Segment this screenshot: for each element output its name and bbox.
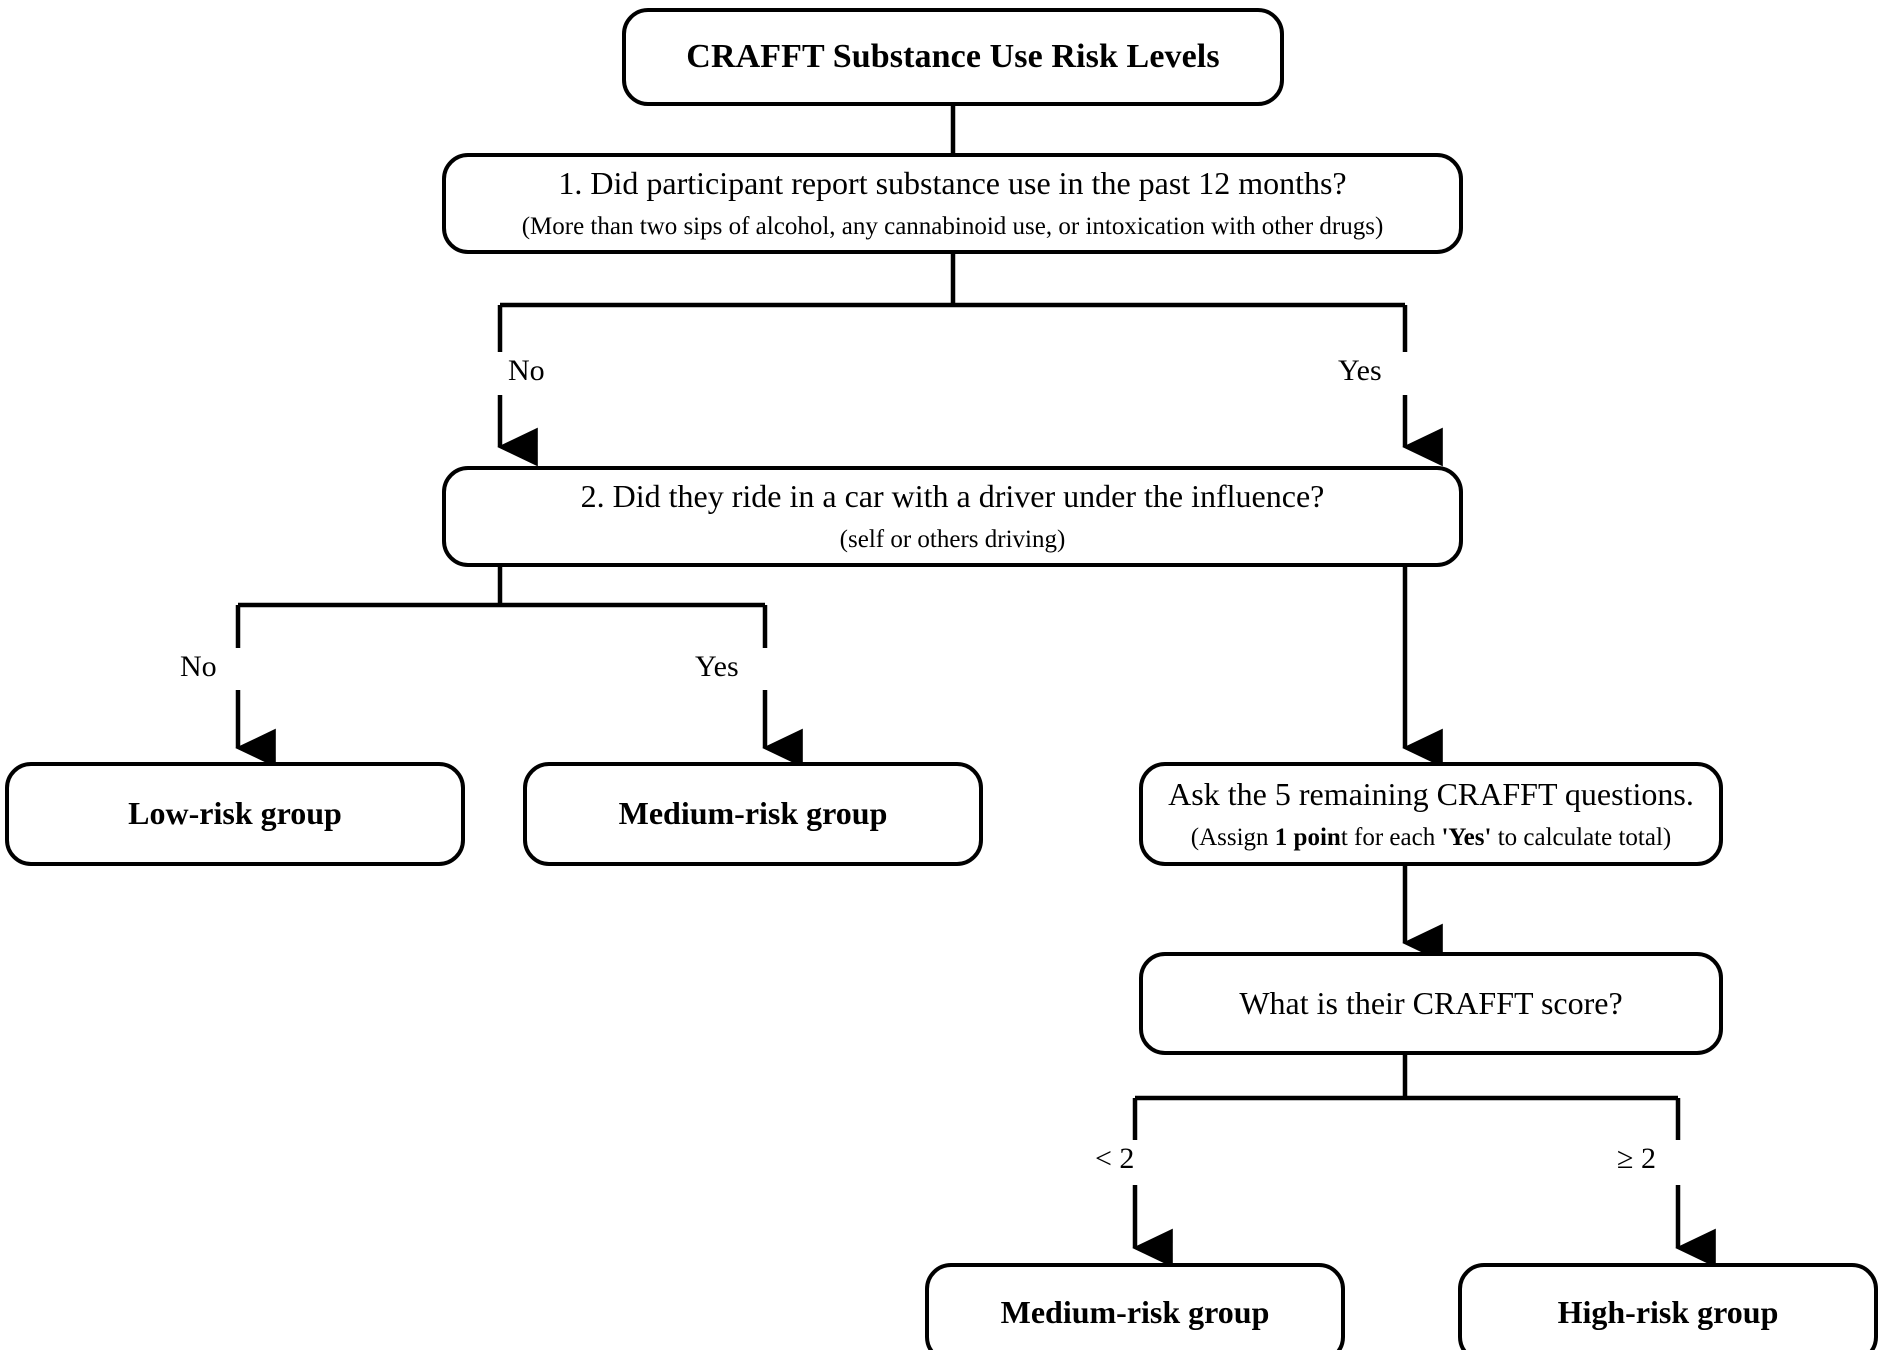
node-low-risk-group-label: Low-risk group (128, 795, 342, 832)
node-question-1-main: 1. Did participant report substance use … (558, 165, 1347, 202)
node-ask-remaining-questions-sub: (Assign 1 point for each 'Yes' to calcul… (1191, 823, 1671, 853)
node-question-2-sub: (self or others driving) (839, 526, 1066, 554)
node-ask-remaining-questions: Ask the 5 remaining CRAFFT questions. (A… (1139, 762, 1723, 866)
ask5-sub-part3: to calculate total) (1491, 823, 1672, 851)
edge-label-q2-yes: Yes (695, 650, 739, 683)
node-medium-risk-group-a: Medium-risk group (523, 762, 983, 866)
node-question-1: 1. Did participant report substance use … (442, 153, 1463, 254)
node-crafft-score-question: What is their CRAFFT score? (1139, 952, 1723, 1055)
node-crafft-score-question-main: What is their CRAFFT score? (1239, 984, 1623, 1021)
edge-label-score-gte-2: ≥ 2 (1617, 1142, 1656, 1175)
node-high-risk-group: High-risk group (1458, 1263, 1878, 1350)
edge-label-q1-no: No (508, 354, 545, 387)
edge-label-q1-yes: Yes (1338, 354, 1382, 387)
node-medium-risk-group-b-label: Medium-risk group (1000, 1294, 1270, 1331)
node-question-2: 2. Did they ride in a car with a driver … (442, 466, 1463, 567)
ask5-sub-bold2: 'Yes' (1441, 823, 1492, 851)
node-title: CRAFFT Substance Use Risk Levels (622, 8, 1284, 106)
node-medium-risk-group-b: Medium-risk group (925, 1263, 1345, 1350)
node-question-2-main: 2. Did they ride in a car with a driver … (580, 478, 1325, 515)
node-high-risk-group-label: High-risk group (1557, 1294, 1779, 1331)
ask5-sub-part1: (Assign (1190, 823, 1275, 851)
edge-label-score-lt-2: < 2 (1095, 1142, 1135, 1175)
node-low-risk-group: Low-risk group (5, 762, 465, 866)
ask5-sub-bold1: 1 poin (1274, 823, 1341, 851)
ask5-sub-part2: t for each (1340, 823, 1442, 851)
node-title-label: CRAFFT Substance Use Risk Levels (686, 37, 1220, 75)
node-question-1-sub: (More than two sips of alcohol, any cann… (521, 213, 1384, 241)
node-ask-remaining-questions-main: Ask the 5 remaining CRAFFT questions. (1168, 775, 1694, 812)
node-medium-risk-group-a-label: Medium-risk group (618, 795, 888, 832)
edge-label-q2-no: No (180, 650, 217, 683)
